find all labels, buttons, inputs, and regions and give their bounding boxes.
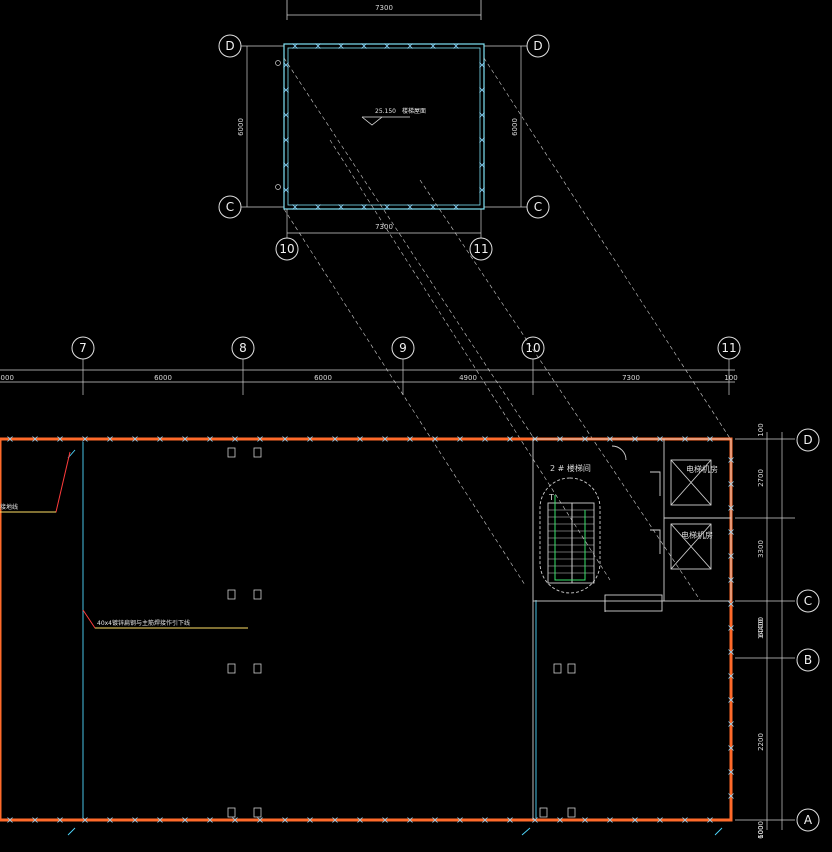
projection-lines bbox=[283, 57, 732, 601]
top-dim-label: 7300 bbox=[375, 4, 393, 12]
span-label-5: 100 bbox=[724, 374, 737, 382]
span-label-0: 6000 bbox=[0, 374, 14, 382]
elevator-shaft-2 bbox=[670, 523, 712, 570]
row-bubble-B bbox=[796, 648, 820, 672]
axis-label-9: 9 bbox=[399, 341, 407, 355]
roof-text: 楼梯屋面 bbox=[402, 107, 426, 115]
top-plan: 7300 D D C C 6000 6000 25.150 楼梯屋面 bbox=[218, 0, 550, 261]
row-axis-bubbles: D C B A bbox=[796, 428, 820, 832]
column-symbols bbox=[227, 447, 576, 818]
right-dim-label-6: 100 bbox=[757, 825, 765, 838]
axis-label-d-left: D bbox=[225, 39, 234, 53]
column-6 bbox=[227, 807, 236, 818]
axis-label-8: 8 bbox=[239, 341, 247, 355]
right-dim-label-3: 6000 bbox=[757, 619, 765, 637]
axis-bubble-11-top bbox=[469, 237, 493, 261]
column-axis-bubbles: 7 8 9 10 11 bbox=[71, 336, 741, 395]
roof-outline bbox=[283, 43, 485, 210]
roof-parapet bbox=[0, 437, 733, 822]
axis-label-c-right: C bbox=[534, 200, 542, 214]
right-dim-label-2: 3300 bbox=[757, 540, 765, 558]
axis-label-c-left: C bbox=[226, 200, 234, 214]
column-1 bbox=[253, 447, 262, 458]
span-label-2: 6000 bbox=[314, 374, 332, 382]
axis-label-d-right: D bbox=[533, 39, 542, 53]
column-2 bbox=[227, 589, 236, 600]
axis-label-10: 10 bbox=[525, 341, 540, 355]
lightning-belt-marks bbox=[7, 436, 734, 823]
bottom-dim-label: 7300 bbox=[375, 223, 393, 231]
row-label-B: B bbox=[804, 653, 812, 667]
row-bubble-C bbox=[796, 589, 820, 613]
column-9 bbox=[567, 663, 576, 674]
column-10 bbox=[539, 807, 548, 818]
column-5 bbox=[253, 663, 262, 674]
stair-label: 2 # 楼梯间 bbox=[550, 463, 591, 473]
column-3 bbox=[253, 589, 262, 600]
main-plan: 7 8 9 10 11 6000 6000 6000 4900 7300 100 接地线 40x4… bbox=[0, 336, 820, 839]
column-4 bbox=[227, 663, 236, 674]
ground-wire-note: 接地线 bbox=[0, 503, 18, 511]
column-11 bbox=[567, 807, 576, 818]
span-label-3: 4900 bbox=[459, 374, 477, 382]
down-conductor-note: 40x4镀锌扁钢与主筋焊接作引下线 bbox=[97, 619, 190, 627]
row-bubble-A bbox=[796, 808, 820, 832]
machine-room-label-2: 电梯机房 bbox=[681, 530, 713, 540]
top-roof-marks bbox=[283, 43, 485, 210]
elevation-text: 25.150 bbox=[375, 108, 396, 115]
row-label-C: C bbox=[804, 594, 812, 608]
elevator-shaft-1 bbox=[670, 459, 712, 506]
axis-label-11-top: 11 bbox=[473, 242, 488, 256]
axis-bubble-10-top bbox=[275, 237, 299, 261]
stair-block bbox=[532, 438, 732, 820]
span-label-4: 7300 bbox=[622, 374, 640, 382]
left-dim-label: 6000 bbox=[237, 118, 245, 136]
axis-label-7: 7 bbox=[79, 341, 87, 355]
right-dim-label-0: 100 bbox=[757, 423, 765, 436]
row-label-A: A bbox=[804, 813, 813, 827]
right-dim-label-1: 2700 bbox=[757, 469, 765, 487]
column-8 bbox=[553, 663, 562, 674]
machine-room-label-1: 电梯机房 bbox=[686, 464, 718, 474]
right-dim-label-5: 6000 bbox=[757, 821, 765, 839]
column-0 bbox=[227, 447, 236, 458]
row-label-D: D bbox=[803, 433, 812, 447]
row-bubble-D bbox=[796, 428, 820, 452]
span-dimension-labels: 6000 6000 6000 4900 7300 100 bbox=[0, 374, 738, 382]
column-7 bbox=[253, 807, 262, 818]
total-dimension-label: 14400 bbox=[757, 617, 765, 639]
axis-label-11: 11 bbox=[721, 341, 736, 355]
span-label-1: 6000 bbox=[154, 374, 172, 382]
axis-label-10-top: 10 bbox=[279, 242, 294, 256]
right-dim-label-4: 2200 bbox=[757, 733, 765, 751]
stair-mark: T bbox=[548, 493, 554, 502]
right-dim-label: 6000 bbox=[511, 118, 519, 136]
